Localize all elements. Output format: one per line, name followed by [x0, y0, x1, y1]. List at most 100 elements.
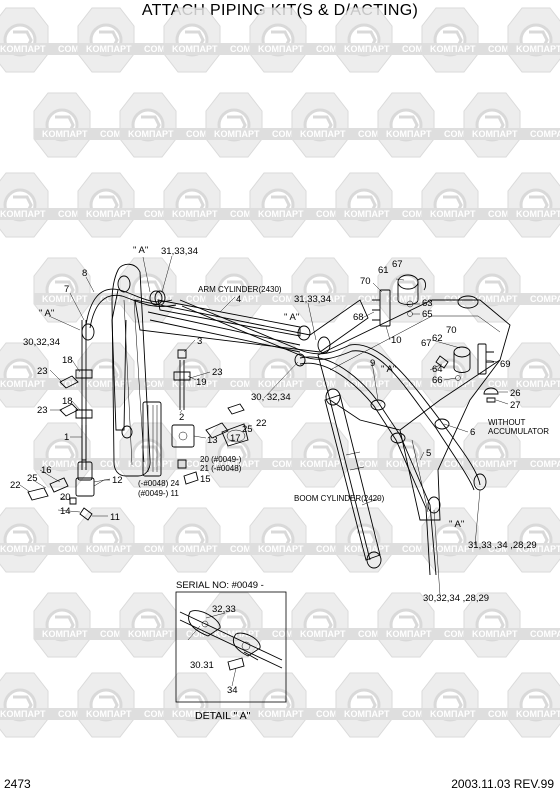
label-detail-34: 34	[227, 685, 238, 696]
watermark-brand: KOMПAPT	[172, 379, 218, 389]
label-13: 13	[207, 435, 218, 446]
label-30-bottom: 30,32,34 ,28,29	[423, 593, 489, 604]
watermark-brand: KOMПAPT	[430, 544, 476, 554]
watermark-brand: KOMПAPT	[472, 629, 518, 639]
watermark-brand: KOMПAPT	[516, 44, 560, 54]
watermark-brand: KOMПAPT	[0, 544, 46, 554]
watermark-brand: COMPART	[530, 294, 560, 304]
watermark-brand: KOMПAPT	[0, 209, 46, 219]
label-25a: 25	[242, 424, 253, 435]
watermark-brand: KOMПAPT	[0, 709, 46, 719]
watermark-logo	[118, 91, 178, 159]
label-a-left: " A"	[39, 308, 54, 319]
watermark-brand: KOMПAPT	[42, 294, 88, 304]
watermark-logo	[290, 256, 350, 324]
page-number: 2473	[4, 777, 31, 791]
label-66: 66	[432, 375, 443, 386]
watermark-brand: KOMПAPT	[516, 709, 560, 719]
label-10: 10	[391, 335, 402, 346]
label-7: 7	[64, 284, 69, 295]
watermark-logo	[118, 591, 178, 659]
watermark-logo	[0, 506, 50, 574]
watermark-brand: KOMПAPT	[472, 129, 518, 139]
label-a-bottom: " A"	[449, 519, 464, 530]
label-a-top: " A"	[133, 245, 148, 256]
watermark-logo	[420, 171, 480, 239]
label-1: 1	[64, 432, 69, 443]
label-2: 2	[179, 412, 184, 423]
label-31-33-34-top: 31,33,34	[161, 246, 198, 257]
watermark-brand: KOMПAPT	[386, 129, 432, 139]
watermark-brand: KOMПAPT	[386, 629, 432, 639]
label-20b: 20	[60, 492, 71, 503]
watermark-brand: KOMПAPT	[128, 629, 174, 639]
watermark-brand: KOMПAPT	[430, 709, 476, 719]
label-25b: 25	[27, 473, 38, 484]
watermark-brand: KOMПAPT	[516, 379, 560, 389]
watermark-brand: KOMПAPT	[386, 459, 432, 469]
label-16: 16	[41, 465, 52, 476]
label-15: 15	[200, 474, 211, 485]
watermark-logo	[76, 171, 136, 239]
watermark-logo	[420, 6, 480, 74]
label-23b: 23	[37, 405, 48, 416]
watermark-brand: KOMПAPT	[300, 294, 346, 304]
label-70a: 70	[360, 276, 371, 287]
watermark-layer: KOMПAPTCOMPARTKOMПAPTCOMPARTKOMПAPTCOMPA…	[0, 6, 560, 739]
watermark-brand: KOMПAPT	[344, 44, 390, 54]
watermark-brand: KOMПAPT	[430, 209, 476, 219]
watermark-brand: KOMПAPT	[430, 44, 476, 54]
watermark-brand: KOMПAPT	[42, 629, 88, 639]
label-5: 5	[426, 448, 431, 459]
label-22b: 22	[10, 480, 21, 491]
watermark-logo	[506, 171, 560, 239]
label-27: 27	[510, 400, 521, 411]
label-70b: 70	[446, 325, 457, 336]
label-63: 63	[422, 298, 433, 309]
watermark-brand: KOMПAPT	[214, 459, 260, 469]
watermark-brand: KOMПAPT	[344, 709, 390, 719]
label-a-mid: " A"	[284, 312, 299, 323]
watermark-brand: KOMПAPT	[258, 44, 304, 54]
label-18a: 18	[62, 355, 73, 366]
watermark-logo	[76, 671, 136, 739]
watermark-logo	[204, 91, 264, 159]
label-67b: 67	[421, 338, 432, 349]
watermark-logo	[376, 91, 436, 159]
date-revision: 2003.11.03 REV.99	[451, 777, 554, 791]
label-8: 8	[82, 268, 87, 279]
watermark-logo	[334, 506, 394, 574]
label-0049-11: (#0049-) 11	[138, 489, 179, 498]
watermark-logo	[0, 6, 50, 74]
label-detail-32-33: 32,33	[212, 604, 236, 615]
watermark-banner	[464, 128, 560, 140]
label-3: 3	[197, 336, 202, 347]
watermark-brand: KOMПAPT	[472, 294, 518, 304]
label-serial: SERIAL NO: #0049 -	[176, 580, 264, 591]
label-14: 14	[60, 506, 71, 517]
watermark-brand: KOMПAPT	[258, 709, 304, 719]
watermark-banner	[508, 543, 560, 555]
watermark-brand: KOMПAPT	[86, 209, 132, 219]
label-65: 65	[422, 309, 433, 320]
watermark-logo	[334, 171, 394, 239]
watermark-brand: KOMПAPT	[472, 459, 518, 469]
watermark-brand: COMPART	[530, 629, 560, 639]
label-18b: 18	[62, 396, 73, 407]
watermark-brand: KOMПAPT	[172, 544, 218, 554]
watermark-brand: KOMПAPT	[128, 459, 174, 469]
watermark-brand: KOMПAPT	[300, 129, 346, 139]
watermark-logo	[248, 671, 308, 739]
watermark-logo	[506, 671, 560, 739]
watermark-brand: KOMПAPT	[516, 209, 560, 219]
label-31-33-34-mid: 31,33,34	[294, 294, 331, 305]
label-detail-30-31: 30.31	[190, 660, 214, 671]
watermark-logo	[0, 671, 50, 739]
watermark-brand: KOMПAPT	[344, 209, 390, 219]
watermark-logo	[248, 506, 308, 574]
label-61: 61	[378, 265, 389, 276]
leader-lines	[19, 255, 509, 687]
watermark-logo	[290, 591, 350, 659]
